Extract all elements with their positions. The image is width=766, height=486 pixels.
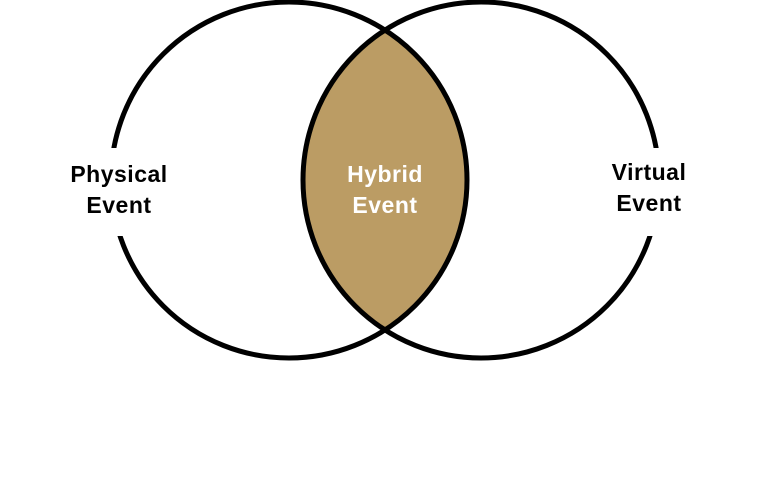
physical-event-label: Physical Event xyxy=(46,159,192,221)
left-label-gap xyxy=(100,148,140,236)
virtual-event-label-line1: Virtual xyxy=(611,159,687,185)
hybrid-event-label-line2: Event xyxy=(352,192,418,218)
virtual-event-label-line2: Event xyxy=(616,190,682,216)
virtual-event-label: Virtual Event xyxy=(576,157,722,219)
physical-event-label-line2: Event xyxy=(86,192,152,218)
hybrid-event-label-line1: Hybrid xyxy=(347,161,423,187)
physical-event-label-line1: Physical xyxy=(70,161,168,187)
right-label-gap xyxy=(636,148,676,236)
intersection-fill xyxy=(303,2,467,358)
hybrid-event-label: Hybrid Event xyxy=(312,159,458,221)
